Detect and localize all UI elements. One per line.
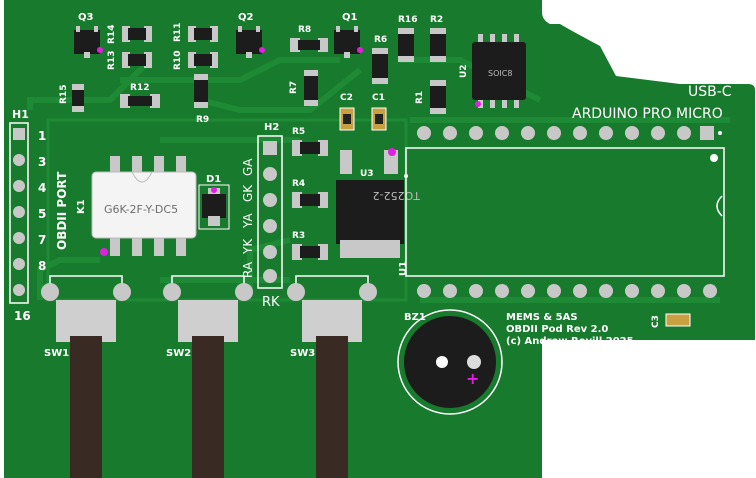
r10-ref: R10 bbox=[173, 51, 183, 70]
regulator-ref: U3 bbox=[360, 169, 374, 179]
regulator-part-label: TO252-2 bbox=[373, 189, 421, 202]
arduino-pins-bottom bbox=[417, 284, 717, 298]
transistor-q1 bbox=[334, 26, 363, 58]
h2-label-yk: YK bbox=[241, 238, 255, 255]
h2-label-gk: GK bbox=[241, 184, 255, 202]
pin-label-4: 4 bbox=[38, 181, 46, 195]
c1-ref: C1 bbox=[372, 93, 385, 103]
q3-ref: Q3 bbox=[78, 12, 94, 23]
sw3-ref: SW3 bbox=[290, 348, 315, 359]
h2-pins bbox=[263, 141, 277, 283]
pin-label-8: 8 bbox=[38, 259, 46, 273]
arduino-pins-top bbox=[417, 126, 714, 140]
c3-ref: C3 bbox=[651, 315, 661, 328]
soic-part-label: SOIC8 bbox=[488, 69, 512, 78]
r12-ref: R12 bbox=[130, 83, 149, 93]
obdii-port-label: OBDII PORT bbox=[55, 171, 69, 250]
diode-ref: D1 bbox=[206, 174, 221, 185]
switch-sw2 bbox=[163, 275, 253, 478]
r8-ref: R8 bbox=[298, 25, 311, 35]
q2-ref: Q2 bbox=[238, 12, 254, 23]
relay-k1 bbox=[91, 156, 197, 256]
h2-label-ra: RA bbox=[241, 261, 255, 278]
credit-line-3: (c) Andrew Revill 2025 bbox=[506, 336, 634, 347]
r6-ref: R6 bbox=[374, 35, 387, 45]
h1-header-outline bbox=[9, 122, 29, 304]
capacitor-c1 bbox=[371, 107, 387, 131]
h2-header-outline bbox=[257, 135, 283, 289]
credit-line-1: MEMS & 5AS bbox=[506, 312, 578, 323]
h2-label-ga: GA bbox=[241, 158, 255, 176]
sw2-ref: SW2 bbox=[166, 348, 191, 359]
credit-line-2: OBDII Pod Rev 2.0 bbox=[506, 324, 608, 335]
pin-label-5: 5 bbox=[38, 207, 46, 221]
buzzer-ref: BZ1 bbox=[404, 312, 426, 323]
diode-d1 bbox=[198, 184, 230, 230]
r2-ref: R2 bbox=[430, 15, 443, 25]
mcu-ref: U1 bbox=[398, 261, 409, 276]
r11-ref: R11 bbox=[173, 23, 183, 42]
r14-ref: R14 bbox=[107, 25, 117, 44]
buzzer-plus: + bbox=[466, 369, 479, 388]
h1-pins bbox=[13, 128, 25, 296]
r1-ref: R1 bbox=[415, 91, 425, 104]
pin-label-1: 1 bbox=[38, 129, 46, 143]
pin-label-16: 16 bbox=[14, 309, 31, 323]
relay-ref: K1 bbox=[76, 199, 87, 214]
h2-label-ya: YA bbox=[241, 213, 255, 229]
pin-label-7: 7 bbox=[38, 233, 46, 247]
capacitor-c3 bbox=[665, 313, 691, 327]
h2-label-rk: RK bbox=[262, 295, 280, 310]
mcu-label: ARDUINO PRO MICRO bbox=[572, 106, 723, 122]
buzzer-bz1 bbox=[397, 309, 503, 415]
r13-ref: R13 bbox=[107, 51, 117, 70]
copper-traces bbox=[27, 57, 730, 303]
c2-ref: C2 bbox=[340, 93, 353, 103]
capacitor-c2 bbox=[339, 107, 355, 131]
regulator-u3 bbox=[336, 148, 408, 258]
r16-ref: R16 bbox=[398, 15, 417, 25]
pin-label-3: 3 bbox=[38, 155, 46, 169]
h2-ref: H2 bbox=[264, 122, 279, 133]
r4-ref: R4 bbox=[292, 179, 305, 189]
h1-ref: H1 bbox=[12, 108, 29, 121]
r9-ref: R9 bbox=[196, 115, 209, 125]
switch-sw3 bbox=[287, 275, 377, 478]
soic-ref: U2 bbox=[459, 64, 469, 78]
resistors bbox=[72, 26, 446, 260]
soic-u2 bbox=[472, 34, 526, 108]
sw1-ref: SW1 bbox=[44, 348, 69, 359]
r3-ref: R3 bbox=[292, 231, 305, 241]
transistor-q3 bbox=[74, 26, 103, 58]
relay-part-label: G6K-2F-Y-DC5 bbox=[104, 203, 178, 216]
usb-label: USB-C bbox=[688, 84, 732, 100]
r7-ref: R7 bbox=[289, 81, 299, 94]
q1-ref: Q1 bbox=[342, 12, 358, 23]
r15-ref: R15 bbox=[59, 85, 69, 104]
switch-sw1 bbox=[41, 275, 131, 478]
arduino-outline bbox=[405, 147, 725, 277]
r5-ref: R5 bbox=[292, 127, 305, 137]
transistor-q2 bbox=[236, 26, 265, 58]
